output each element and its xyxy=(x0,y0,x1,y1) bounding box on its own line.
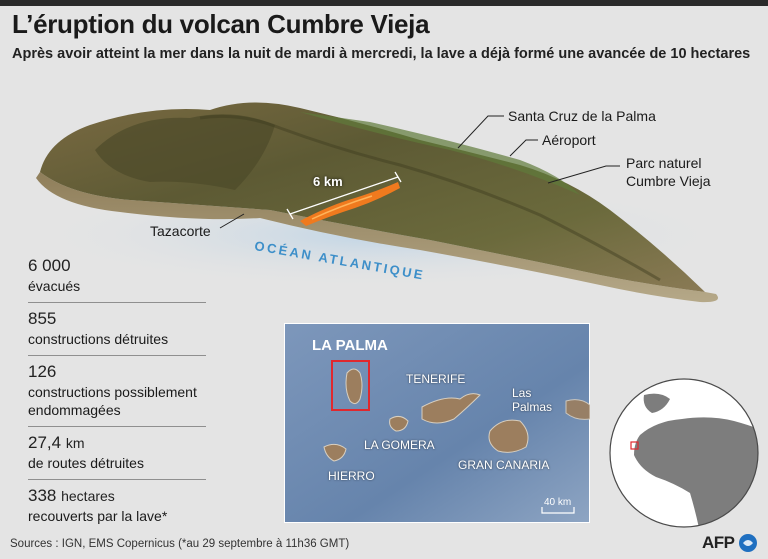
island-la-gomera xyxy=(389,415,409,432)
island-tenerife xyxy=(421,393,481,424)
label-aeroport: Aéroport xyxy=(542,132,596,148)
distance-tick-right xyxy=(394,171,402,183)
stat-value: 126 xyxy=(28,361,206,383)
distance-tick-left xyxy=(286,208,294,220)
stat-label: de routes détruites xyxy=(28,455,144,471)
caldera xyxy=(95,114,275,190)
stat-constructions-detruites: 855 constructions détruites xyxy=(28,308,206,356)
sources-note: Sources : IGN, EMS Copernicus (*au 29 se… xyxy=(10,538,350,550)
label-palmas: Palmas xyxy=(512,400,553,414)
label-la-gomera: LA GOMERA xyxy=(364,438,435,452)
globe-locator xyxy=(630,441,639,450)
globe-outline xyxy=(609,378,759,528)
globe-arabia xyxy=(750,412,758,423)
stat-routes: 27,4 km de routes détruites xyxy=(28,432,206,480)
island-gran-canaria xyxy=(488,419,529,453)
leader-tazacorte xyxy=(219,213,245,229)
stat-hectares: 338 hectares recouverts par la lave* xyxy=(28,485,206,532)
label-parc-line1: Parc naturel xyxy=(626,155,702,171)
stat-label: constructions possiblement endommagées xyxy=(28,384,197,418)
la-palma-locator xyxy=(331,360,370,411)
inset-map xyxy=(284,323,590,523)
page-subtitle: Après avoir atteint la mer dans la nuit … xyxy=(12,46,751,62)
stats-panel: 6 000 évacués 855 constructions détruite… xyxy=(28,255,206,537)
ridge xyxy=(199,114,661,282)
label-tazacorte: Tazacorte xyxy=(150,223,211,239)
afp-logo-icon xyxy=(739,534,757,552)
top-bar xyxy=(0,0,768,6)
stat-constructions-endommagees: 126 constructions possiblement endommagé… xyxy=(28,361,206,427)
island-cliff xyxy=(36,172,718,303)
leader-parc xyxy=(547,165,620,184)
leader-aeroport xyxy=(509,139,538,157)
label-distance: 6 km xyxy=(313,174,343,189)
stat-evacues: 6 000 évacués xyxy=(28,255,206,303)
island-la-palma xyxy=(345,368,363,405)
inset-frame xyxy=(284,323,590,523)
label-santa-cruz: Santa Cruz de la Palma xyxy=(508,108,656,124)
locator-globe xyxy=(609,378,759,528)
inset-title: LA PALMA xyxy=(312,337,388,354)
stat-number: 6 000 xyxy=(28,256,71,275)
page-title: L’éruption du volcan Cumbre Vieja xyxy=(12,9,430,39)
label-tenerife: TENERIFE xyxy=(406,372,466,386)
stat-unit: km xyxy=(65,435,85,451)
stat-number: 126 xyxy=(28,362,57,381)
label-hierro: HIERRO xyxy=(328,469,375,483)
stat-label: évacués xyxy=(28,278,81,294)
stat-number: 27,4 xyxy=(28,433,62,452)
scale-label: 40 km xyxy=(544,497,572,508)
distance-line xyxy=(289,176,399,215)
stat-value: 27,4 km xyxy=(28,432,206,454)
label-parc-line2: Cumbre Vieja xyxy=(626,173,711,189)
stat-number: 855 xyxy=(28,309,57,328)
leader-santa-cruz xyxy=(457,115,504,149)
stat-number: 338 xyxy=(28,486,57,505)
globe-africa xyxy=(634,417,758,527)
stat-value: 855 xyxy=(28,308,206,330)
island-fuerteventura xyxy=(565,399,590,420)
stat-label: recouverts par la lave* xyxy=(28,508,168,524)
stat-unit: hectares xyxy=(61,488,115,504)
island-hierro xyxy=(323,443,347,462)
scale-bar xyxy=(541,507,575,514)
globe-iberia xyxy=(643,393,670,413)
afp-logo-text: AFP xyxy=(702,533,735,552)
lava-glow xyxy=(311,195,373,220)
relief-map xyxy=(20,102,740,303)
stat-label: constructions détruites xyxy=(28,331,169,347)
stat-value: 6 000 xyxy=(28,255,206,277)
label-las: Las xyxy=(512,386,532,400)
label-gran-canaria: GRAN CANARIA xyxy=(458,458,550,472)
stat-value: 338 hectares xyxy=(28,485,206,507)
